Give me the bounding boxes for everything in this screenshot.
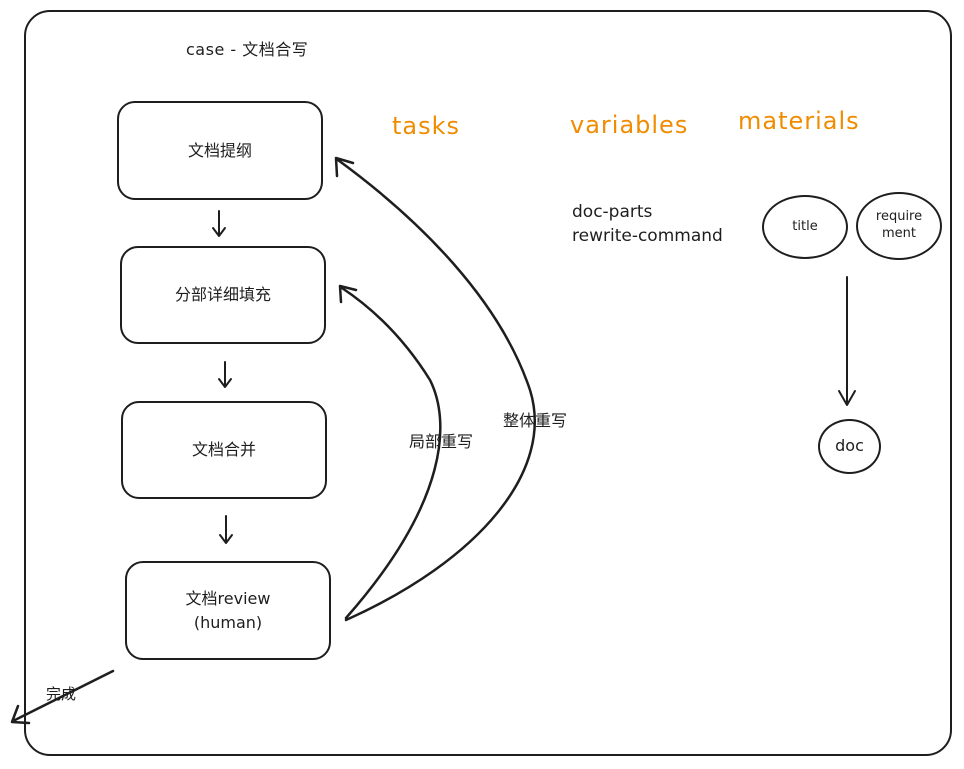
- arrow-outline-to-fill: [212, 210, 226, 237]
- heading-materials: materials: [738, 107, 860, 135]
- variable-doc-parts: doc-parts: [572, 202, 653, 222]
- material-doc: doc: [818, 419, 881, 474]
- heading-tasks: tasks: [392, 112, 461, 140]
- step-doc-merge: 文档合并: [121, 401, 327, 499]
- arrow-done: [10, 669, 115, 725]
- step-doc-review: 文档review (human): [125, 561, 331, 660]
- diagram-frame: [24, 10, 952, 756]
- arrow-partial-rewrite: [338, 284, 442, 620]
- step-doc-outline: 文档提纲: [117, 101, 323, 200]
- arrow-full-rewrite: [334, 156, 536, 622]
- material-requirement: require ment: [856, 192, 942, 260]
- arrow-fill-to-merge: [218, 361, 232, 388]
- material-title: title: [762, 195, 848, 259]
- variable-rewrite-command: rewrite-command: [572, 226, 723, 246]
- step-part-fill: 分部详细填充: [120, 246, 326, 344]
- label-done: 完成: [46, 685, 77, 703]
- arrow-merge-to-review: [219, 515, 233, 544]
- variables-list: doc-parts rewrite-command: [572, 200, 723, 248]
- arrow-materials-to-doc: [838, 276, 856, 406]
- diagram-title: case - 文档合写: [186, 40, 309, 59]
- heading-variables: variables: [570, 111, 689, 139]
